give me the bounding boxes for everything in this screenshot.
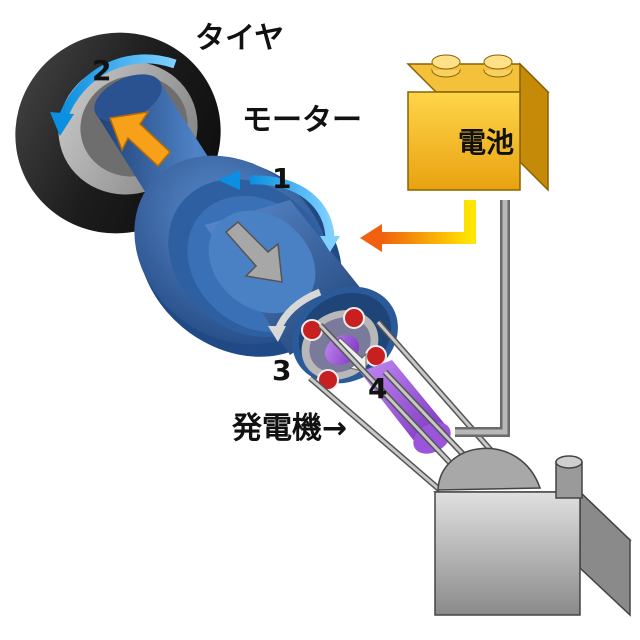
step-number-1: 1 <box>272 162 291 195</box>
step-number-2: 2 <box>92 54 111 87</box>
engine <box>435 448 630 615</box>
battery-label: 電池 <box>458 126 514 159</box>
tire-label: タイヤ <box>195 21 284 56</box>
step-number-3: 3 <box>272 354 291 387</box>
battery-to-motor-arrow-icon <box>360 200 470 252</box>
step-number-4: 4 <box>368 372 387 405</box>
battery: 電池 <box>408 55 548 190</box>
motor-label: モーター <box>242 103 362 138</box>
generator-label: 発電機→ <box>231 411 347 446</box>
